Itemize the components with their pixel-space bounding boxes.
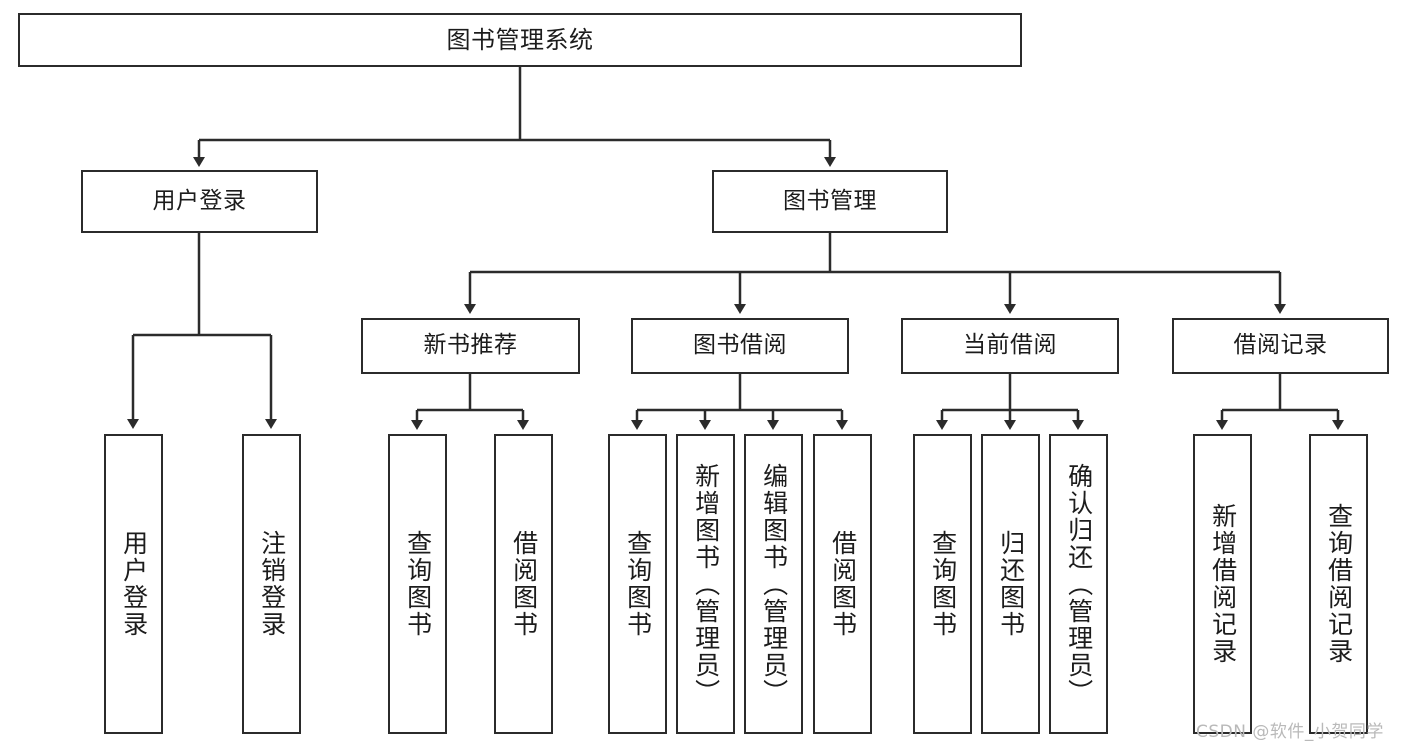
- node-label: 用户登录: [152, 187, 247, 214]
- node-user-login[interactable]: 用户登录: [81, 170, 318, 233]
- node-label: 查询借阅记录: [1324, 503, 1354, 665]
- node-current-borrow[interactable]: 当前借阅: [901, 318, 1119, 374]
- leaf-return-book[interactable]: 归还图书: [981, 434, 1040, 734]
- leaf-query-book-new[interactable]: 查询图书: [388, 434, 447, 734]
- leaf-logout[interactable]: 注销登录: [242, 434, 301, 734]
- node-label: 查询图书: [928, 530, 958, 638]
- leaf-query-book-current[interactable]: 查询图书: [913, 434, 972, 734]
- node-label: 编辑图书（管理员）: [759, 462, 789, 706]
- leaf-add-book-admin[interactable]: 新增图书（管理员）: [676, 434, 735, 734]
- node-borrow-record[interactable]: 借阅记录: [1172, 318, 1389, 374]
- node-label: 归还图书: [996, 530, 1026, 638]
- leaf-confirm-return-admin[interactable]: 确认归还（管理员）: [1049, 434, 1108, 734]
- leaf-borrow-book-new[interactable]: 借阅图书: [494, 434, 553, 734]
- node-label: 借阅图书: [509, 530, 539, 638]
- node-label: 借阅图书: [828, 530, 858, 638]
- node-label: 查询图书: [403, 530, 433, 638]
- leaf-query-borrow-record[interactable]: 查询借阅记录: [1309, 434, 1368, 734]
- node-label: 图书管理: [783, 187, 877, 214]
- node-label: 用户登录: [119, 530, 149, 638]
- node-label: 确认归还（管理员）: [1064, 462, 1094, 706]
- node-label: 借阅记录: [1233, 332, 1328, 359]
- leaf-edit-book-admin[interactable]: 编辑图书（管理员）: [744, 434, 803, 734]
- leaf-user-login[interactable]: 用户登录: [104, 434, 163, 734]
- node-label: 当前借阅: [963, 332, 1057, 359]
- node-label: 图书管理系统: [446, 25, 594, 54]
- node-label: 新增图书（管理员）: [691, 462, 721, 706]
- node-book-borrow[interactable]: 图书借阅: [631, 318, 849, 374]
- node-root-system[interactable]: 图书管理系统: [18, 13, 1022, 67]
- node-new-book-recommend[interactable]: 新书推荐: [361, 318, 580, 374]
- node-label: 新书推荐: [423, 332, 518, 359]
- leaf-add-borrow-record[interactable]: 新增借阅记录: [1193, 434, 1252, 734]
- watermark-text: CSDN @软件_小贺同学: [1196, 722, 1384, 742]
- node-label: 图书借阅: [693, 332, 787, 359]
- node-label: 查询图书: [623, 530, 653, 638]
- leaf-borrow-book[interactable]: 借阅图书: [813, 434, 872, 734]
- node-label: 注销登录: [257, 530, 287, 638]
- node-book-management[interactable]: 图书管理: [712, 170, 948, 233]
- leaf-query-book[interactable]: 查询图书: [608, 434, 667, 734]
- node-label: 新增借阅记录: [1208, 503, 1238, 665]
